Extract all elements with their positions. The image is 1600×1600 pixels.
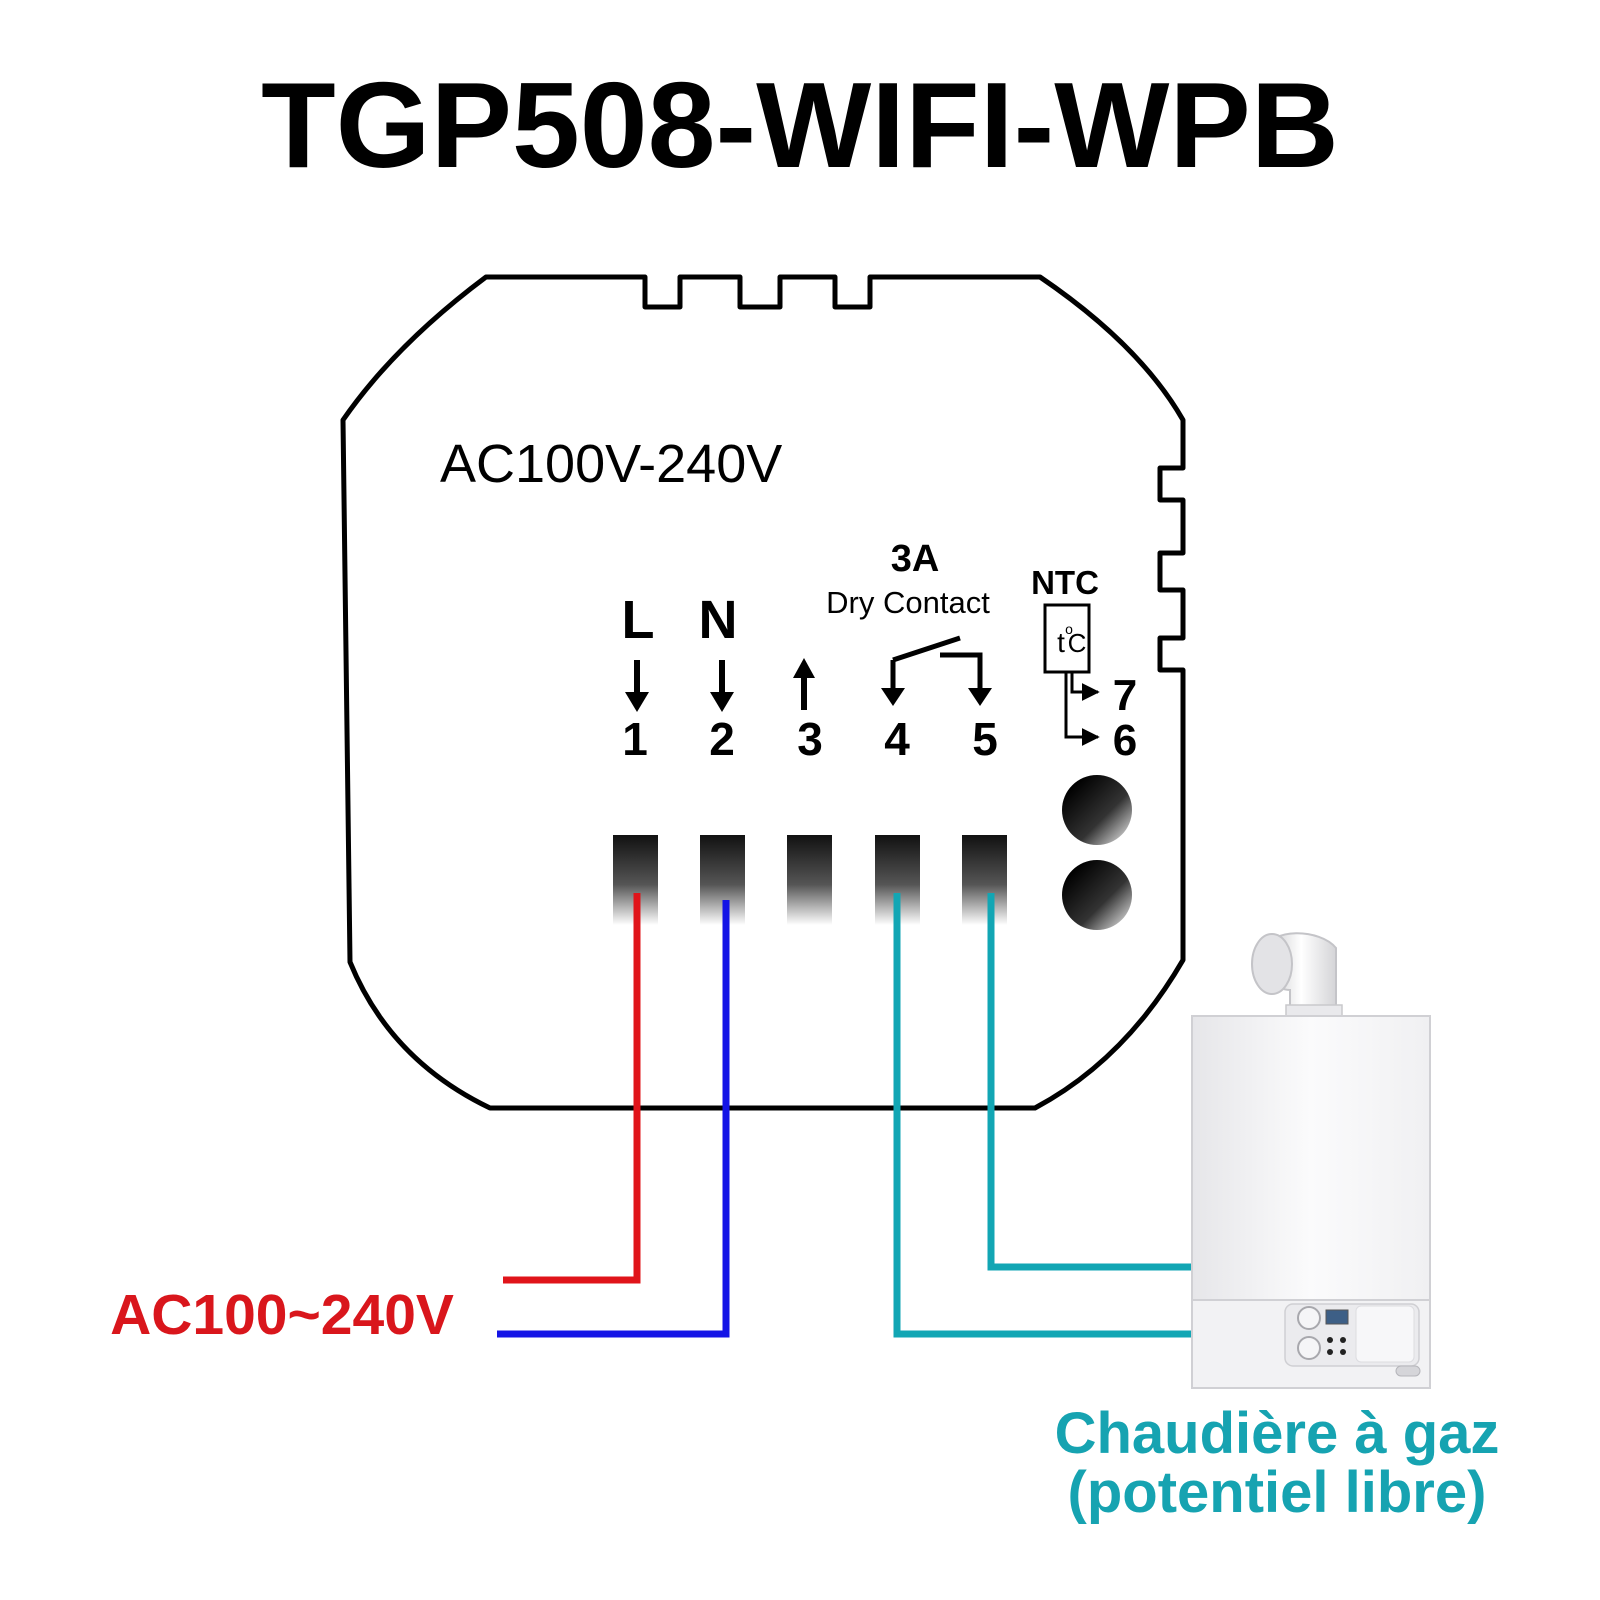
- gas-boiler-icon: [1191, 932, 1431, 1389]
- terminal-5-block: [962, 835, 1007, 925]
- relay-rating-label: 3A: [891, 538, 940, 580]
- ntc-symbol-degree: o: [1065, 621, 1073, 637]
- terminal-7-number: 7: [1113, 671, 1137, 720]
- terminal-1-number: 1: [622, 713, 648, 765]
- terminal-3-up-arrow-icon: [793, 658, 815, 710]
- boiler-caption-line-2: (potentiel libre): [1068, 1460, 1487, 1525]
- ntc-sensor-icon: t o C: [1043, 603, 1100, 746]
- relay-type-label: Dry Contact: [826, 585, 990, 620]
- boiler-caption-line-1: Chaudière à gaz: [1055, 1401, 1500, 1466]
- terminal-6-round: [1062, 860, 1132, 930]
- terminal-3-block: [787, 835, 832, 925]
- terminal-5-number: 5: [972, 713, 998, 765]
- terminal-1-down-arrow-icon: [625, 660, 649, 712]
- terminal-6-number: 6: [1113, 716, 1137, 765]
- ntc-symbol-t: t: [1057, 627, 1065, 658]
- ntc-label: NTC: [1031, 564, 1099, 601]
- neutral-wire: [497, 900, 730, 1338]
- terminal-1-letter: L: [622, 590, 655, 650]
- device-voltage-label: AC100V-240V: [440, 434, 782, 494]
- terminal-2-down-arrow-icon: [710, 660, 734, 712]
- contact-wire-5: [987, 893, 1195, 1271]
- supply-voltage-label: AC100~240V: [110, 1283, 454, 1347]
- terminal-7-round: [1062, 775, 1132, 845]
- terminal-4-number: 4: [884, 713, 910, 765]
- product-title: TGP508-WIFI-WPB: [261, 57, 1339, 193]
- device-outline: [340, 274, 1186, 1111]
- ntc-symbol-c: C: [1068, 628, 1087, 658]
- terminal-2-number: 2: [709, 713, 735, 765]
- live-wire: [503, 893, 641, 1284]
- contact-wire-4: [893, 893, 1195, 1338]
- terminal-3-number: 3: [797, 713, 823, 765]
- relay-switch-icon: [881, 635, 992, 706]
- terminal-2-letter: N: [699, 590, 738, 650]
